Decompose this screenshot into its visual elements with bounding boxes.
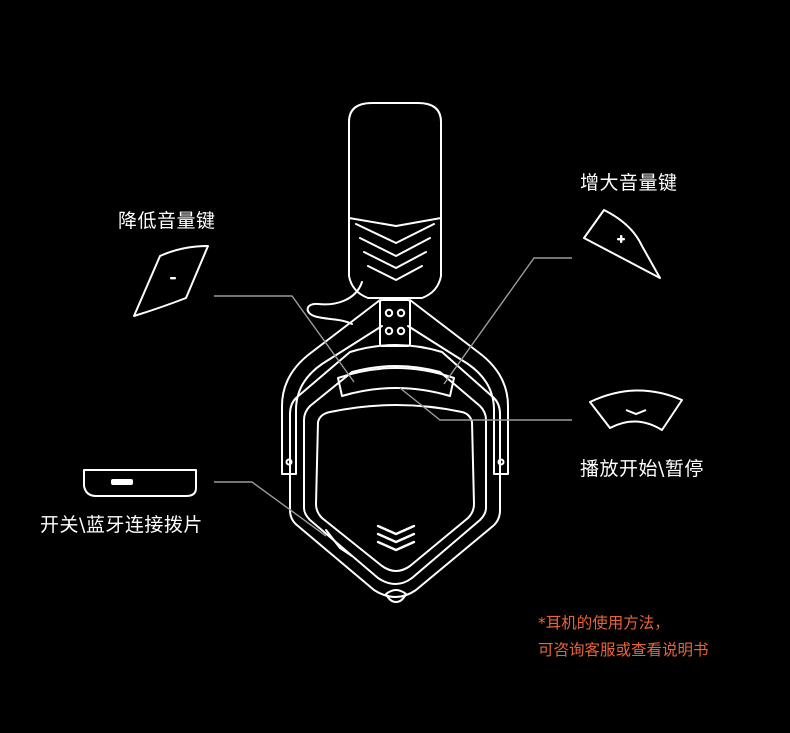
- usage-note-line-1: *耳机的使用方法，: [538, 614, 670, 632]
- ear-cup-mid: [303, 365, 487, 585]
- leader-play-pause: [399, 387, 572, 421]
- yoke-outer: [281, 299, 383, 475]
- label-power-bluetooth: 开关\蓝牙连接拨片: [40, 514, 203, 536]
- cup-bottom-knob: [385, 589, 407, 603]
- plus-glyph-v: [620, 235, 623, 243]
- switch-indicator-slot: [111, 479, 133, 485]
- yoke-outer-right: [407, 299, 509, 475]
- label-volume-down: 降低音量键: [118, 210, 216, 232]
- ear-cup-outer: [289, 344, 501, 598]
- minus-glyph: [170, 277, 176, 280]
- hex-plate: [315, 404, 475, 572]
- volume-down-button: [133, 245, 209, 317]
- hinge: [379, 299, 411, 347]
- leader-power-switch: [214, 481, 327, 537]
- label-volume-up: 增大音量键: [580, 172, 678, 194]
- cable: [306, 281, 363, 325]
- leader-volume-up: [443, 257, 572, 385]
- play-pause-button: [589, 389, 683, 431]
- volume-up-button: [583, 209, 661, 279]
- label-play-pause: 播放开始\暂停: [580, 458, 704, 480]
- headband: [348, 102, 442, 299]
- leader-volume-down: [214, 295, 355, 383]
- usage-note-line-2: 可咨询客服或查看说明书: [538, 641, 709, 659]
- play-pause-glyph: [625, 409, 647, 416]
- power-switch-tab: [83, 469, 197, 497]
- chevron-logo: [376, 524, 416, 552]
- control-pod: [337, 367, 455, 397]
- power-switch-slot: [325, 529, 353, 557]
